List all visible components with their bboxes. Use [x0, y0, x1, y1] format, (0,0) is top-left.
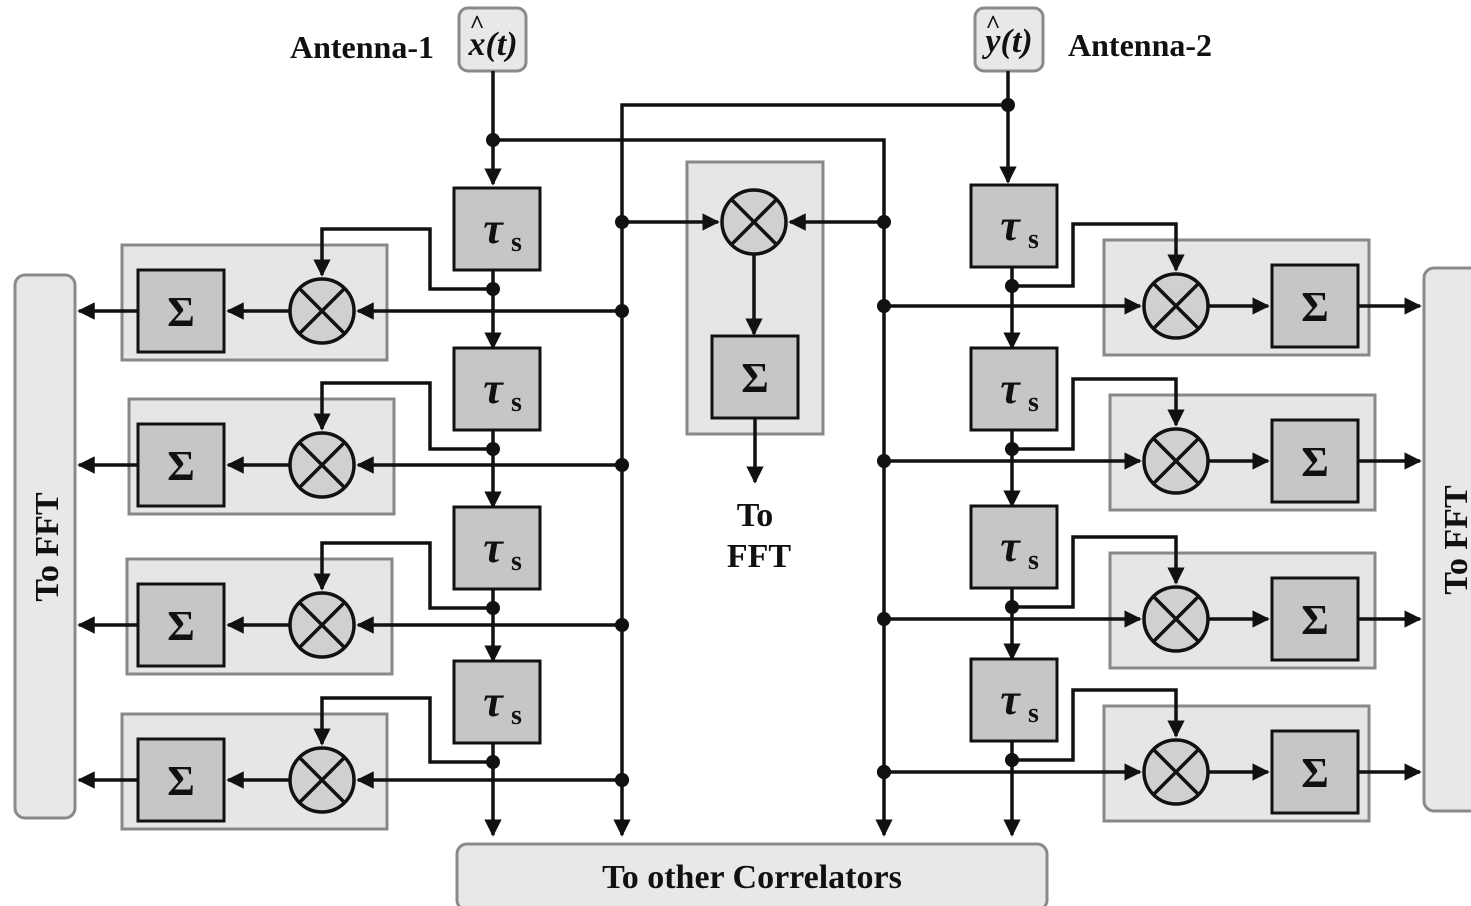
left-multiplier-1-cross	[298, 287, 346, 335]
right-delay-block-4	[969, 657, 1059, 743]
left-multiplier-3-cross	[298, 601, 346, 649]
left-delay-block-2-subscript: s	[511, 387, 522, 418]
center-fft-label-line2: FFT	[727, 538, 792, 575]
right-fft-label: To FFT	[1438, 485, 1471, 595]
right-fft-panel	[1422, 266, 1471, 813]
other-correlators-panel	[455, 842, 1049, 906]
antenna-1-signal: x(t)	[467, 26, 517, 63]
right-delay-block-3-symbol: τ	[1000, 522, 1021, 571]
left-delay-block-4-symbol: τ	[483, 677, 504, 726]
left-delay-block-2-symbol: τ	[483, 364, 504, 413]
left-delay-block-3-subscript: s	[511, 546, 522, 577]
left-delay-block-3	[452, 505, 542, 591]
left-delay-block-1	[452, 186, 542, 272]
right-tap-to-mult-4	[1012, 688, 1185, 762]
right-delay-block-2-symbol: τ	[1000, 364, 1021, 413]
right-delay-block-4-symbol: τ	[1000, 675, 1021, 724]
right-multiplier-2-cross	[1152, 437, 1200, 485]
left-multiplier-4-cross	[298, 756, 346, 804]
other-correlators-label: To other Correlators	[602, 859, 902, 896]
antenna-1-hat: ^	[469, 10, 484, 39]
antenna-1-label: Antenna-1	[290, 29, 434, 65]
right-sum-block-4-symbol: Σ	[1301, 751, 1328, 797]
left-sum-block-1-symbol: Σ	[167, 290, 194, 336]
left-sum-block-2-symbol: Σ	[167, 444, 194, 490]
right-delay-block-1	[969, 183, 1059, 269]
right-delay-block-3-subscript: s	[1028, 545, 1039, 576]
left-tap-to-mult-1	[313, 227, 493, 291]
left-sum-block-4-symbol: Σ	[167, 759, 194, 805]
left-delay-block-1-subscript: s	[511, 227, 522, 258]
right-tap-to-mult-3	[1012, 535, 1185, 609]
left-fft-panel	[13, 273, 77, 820]
right-delay-block-2-subscript: s	[1028, 387, 1039, 418]
antenna-2-cross-bus	[613, 103, 1008, 837]
right-delay-block-1-symbol: τ	[1000, 201, 1021, 250]
left-sum-block-2	[136, 422, 226, 508]
right-tap-to-mult-2	[1012, 377, 1185, 451]
left-fft-label: To FFT	[29, 492, 66, 602]
right-sum-block-1	[1270, 263, 1360, 349]
left-tap-to-mult-2	[313, 381, 493, 451]
right-delay-block-1-subscript: s	[1028, 224, 1039, 255]
right-sum-block-2-symbol: Σ	[1301, 440, 1328, 486]
left-tap-to-mult-3	[313, 541, 493, 610]
right-delay-block-4-subscript: s	[1028, 698, 1039, 729]
left-delay-block-4-subscript: s	[511, 700, 522, 731]
left-sum-block-4	[136, 737, 226, 823]
right-multiplier-4-cross	[1152, 748, 1200, 796]
left-bus-bottom-dot	[615, 773, 629, 787]
center-sum-block-symbol: Σ	[741, 356, 768, 402]
antenna-2-hat: ^	[985, 10, 1000, 39]
center-sum-block	[710, 334, 800, 420]
left-delay-block-1-symbol: τ	[483, 204, 504, 253]
right-tap-to-mult-1	[1012, 222, 1185, 288]
left-sum-block-3-symbol: Σ	[167, 604, 194, 650]
right-sum-block-3-symbol: Σ	[1301, 598, 1328, 644]
center-multiplier-cross	[730, 198, 778, 246]
right-delay-block-3	[969, 504, 1059, 590]
left-multiplier-2-cross	[298, 441, 346, 489]
right-multiplier-1-cross	[1152, 282, 1200, 330]
left-tap-to-mult-4	[313, 696, 493, 764]
right-sum-block-1-symbol: Σ	[1301, 285, 1328, 331]
center-fft-label-line1: To	[737, 497, 774, 534]
right-bus-bottom-dot	[877, 765, 891, 779]
right-multiplier-3-cross	[1152, 595, 1200, 643]
antenna-2-label: Antenna-2	[1068, 27, 1212, 63]
antenna-2-signal: y(t)	[981, 23, 1032, 60]
left-delay-block-3-symbol: τ	[483, 523, 504, 572]
left-sum-block-1	[136, 268, 226, 354]
left-sum-block-3	[136, 582, 226, 668]
